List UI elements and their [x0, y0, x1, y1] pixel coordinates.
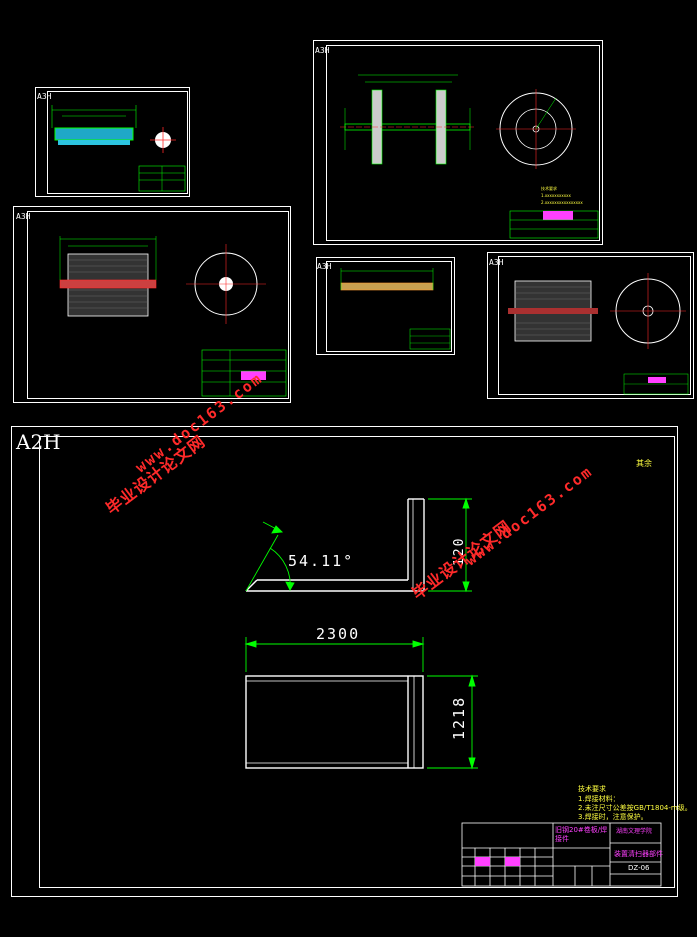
sheet-3: [13, 206, 291, 403]
sheet-3-drawing: [59, 236, 287, 397]
title-block-drawing-no: DZ-06: [628, 864, 650, 872]
title-block: [461, 822, 662, 887]
tech-note-2: 2.未注尺寸公差按GB/T1804-m级。: [578, 804, 692, 812]
sheet-2: [313, 40, 603, 245]
sheet-5-size-label: A3H: [489, 258, 504, 267]
sheet-1-size-label: A3H: [37, 92, 52, 101]
title-block-school: 湖南文理学院: [616, 828, 653, 835]
sheet-5: [487, 252, 694, 399]
angle-dimension: [245, 521, 295, 592]
length-dimension: [244, 637, 425, 672]
main-sheet: [11, 426, 678, 897]
corner-note: 其余: [636, 459, 652, 468]
sheet-4-drawing: [340, 268, 451, 350]
title-block-part-name: 旧钢20#卷板/焊接件: [555, 826, 608, 843]
bracket-elevation: [245, 498, 425, 592]
angle-label: 54.11°: [288, 552, 355, 570]
tech-note-1: 1.焊接材料：: [578, 795, 620, 803]
tech-note-3: 3.焊接时，注意保护。: [578, 813, 648, 821]
height-dimension: [427, 674, 478, 770]
sheet-5-drawing: [508, 273, 689, 395]
svg-text:技术要求: 技术要求: [541, 185, 557, 191]
plate-plan: [245, 675, 424, 769]
svg-text:2.xxxxxxxxxxxxxxxx: 2.xxxxxxxxxxxxxxxx: [541, 200, 583, 205]
length-label: 2300: [316, 625, 361, 643]
sheet-4: [316, 257, 455, 355]
sheet-4-size-label: A3H: [317, 262, 332, 271]
sheet-1: [35, 87, 190, 197]
side-dimension: [428, 497, 472, 593]
sheet-2-size-label: A3H: [315, 46, 330, 55]
svg-text:1.xxxxxxxxxxx: 1.xxxxxxxxxxx: [541, 193, 571, 198]
sheet-1-drawing: [51, 105, 186, 192]
sheet-2-drawing: 技术要求 1.xxxxxxxxxxx 2.xxxxxxxxxxxxxxxx: [340, 74, 599, 239]
tech-note-heading: 技术要求: [578, 785, 606, 793]
height-label: 1218: [450, 695, 468, 740]
title-block-drawing-title: 装置清扫器部件: [614, 850, 663, 858]
sheet-3-size-label: A3H: [16, 212, 31, 221]
